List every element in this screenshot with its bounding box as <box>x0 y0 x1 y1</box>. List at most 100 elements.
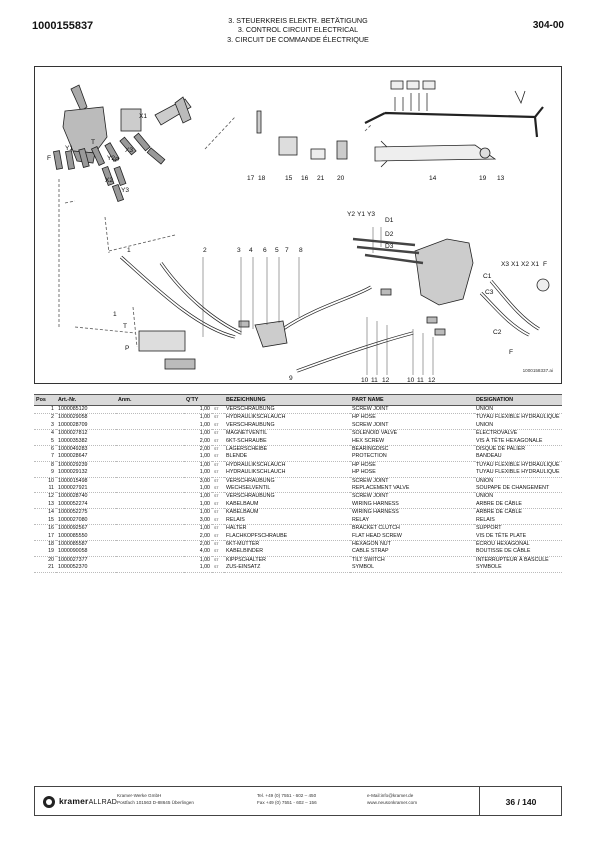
callout-Y1: Y1 <box>65 145 74 152</box>
cell-part-name: BEARINGDISC <box>352 446 389 453</box>
cell-anm <box>116 485 184 494</box>
cell-unit: ST <box>214 541 219 546</box>
callout-C3: C3 <box>485 289 494 296</box>
cell-anm <box>116 405 184 415</box>
callout-4: 4 <box>249 247 253 254</box>
cell-unit: ST <box>212 532 224 541</box>
cell-designation: TUYAU FLEXIBLE HYDRAULIQUE <box>474 469 562 478</box>
cell-designation: TUYAU FLEXIBLE HYDRAULIQUE <box>476 414 560 421</box>
cell-designation: TUYAU FLEXIBLE HYDRAULIQUE <box>476 461 560 468</box>
cell-pos: 6 <box>51 446 54 453</box>
cell-anm <box>116 525 184 533</box>
cell-art-nr: 1000027377 <box>58 556 88 563</box>
callout-5: 5 <box>275 247 279 254</box>
cell-bezeichnung: HYDRAULIKSCHLAUCH <box>224 469 350 478</box>
cell-art-nr: 1000049283 <box>58 446 88 453</box>
cell-part-name: SOLENOID VALVE <box>352 430 398 437</box>
cell-qty: 1,00 <box>184 564 212 573</box>
cell-part-name: HP HOSE <box>352 414 376 421</box>
cell-art-nr: 1000027080 <box>56 516 116 526</box>
callout-17: 17 <box>247 175 255 182</box>
cell-qty: 2,00 <box>199 540 210 547</box>
phone-info: Tel. +49 (0) 7551 - 602 – 450 Fax +49 (0… <box>257 793 317 806</box>
cell-anm <box>116 509 184 517</box>
cell-qty: 1,00 <box>199 430 210 437</box>
callout-X3: X3 <box>125 147 134 154</box>
callout-P: P <box>115 157 120 164</box>
callout-D1: D1 <box>385 217 394 224</box>
cell-bezeichnung: HALTER <box>226 525 247 532</box>
cell-pos: 9 <box>34 469 56 478</box>
cell-part-name: SCREW JOINT <box>350 405 474 415</box>
callout-12b: 12 <box>428 377 436 384</box>
callout-T: T <box>91 139 96 146</box>
cell-anm <box>116 564 184 573</box>
callout-9: 9 <box>289 375 293 382</box>
cell-part-name: REPLACEMENT VALVE <box>350 485 474 494</box>
cell-bezeichnung: MAGNETVENTIL <box>226 430 268 437</box>
cell-designation: SOUPAPE DE CHANGEMENT <box>474 485 562 494</box>
cell-anm <box>116 414 184 422</box>
cell-pos: 7 <box>34 453 56 462</box>
cell-anm <box>116 493 184 501</box>
callout-D3: D3 <box>385 243 394 250</box>
cell-pos: 12 <box>48 493 54 500</box>
cell-art-nr: 1000028709 <box>56 421 116 431</box>
cell-qty: 1,00 <box>184 500 212 510</box>
callout-6: 6 <box>263 247 267 254</box>
cell-anm <box>116 548 184 557</box>
cell-unit: ST <box>214 447 219 452</box>
cell-qty: 1,00 <box>184 485 212 494</box>
cell-unit: ST <box>212 564 224 573</box>
page-number: 36 / 140 <box>505 797 537 807</box>
cell-art-nr: 1000027812 <box>58 430 88 437</box>
cell-part-name: HP HOSE <box>352 461 376 468</box>
parts-table-header: Pos Art.-Nr. Anm. Q'TY BEZEICHNUNG PART … <box>34 394 562 406</box>
cell-designation: BOUTISSE DE CÂBLE <box>474 548 562 557</box>
callout-1b: 1 <box>113 311 117 318</box>
cell-qty: 1,00 <box>199 461 210 468</box>
cell-anm <box>116 430 184 438</box>
cell-bezeichnung: 6KT-SCHRAUBE <box>224 437 350 447</box>
callout-X3b: X3 <box>501 261 510 268</box>
postal-address: Postfach 101563 D-88645 Überlingen <box>117 799 194 805</box>
cell-qty: 1,00 <box>199 525 210 532</box>
col-qty: Q'TY <box>184 394 212 406</box>
callout-2: 2 <box>203 247 207 254</box>
cell-pos: 5 <box>34 437 56 447</box>
callout-11b: 11 <box>417 377 424 384</box>
cell-unit: ST <box>212 453 224 462</box>
cell-part-name: HEXAGON NUT <box>352 540 391 547</box>
cell-bezeichnung: HYDRAULIKSCHLAUCH <box>226 461 286 468</box>
dashed-leaders <box>58 116 372 348</box>
cell-pos: 15 <box>34 516 56 526</box>
cell-pos: 3 <box>34 421 56 431</box>
callout-Pb: P <box>125 345 130 352</box>
brand-logo-icon <box>43 796 55 808</box>
cell-bezeichnung: VERSCHRAUBUNG <box>224 405 350 415</box>
email: e-Mail:info@kramer.de <box>367 793 414 798</box>
cell-bezeichnung: KIPPSCHALTER <box>226 556 266 563</box>
cell-pos: 4 <box>51 430 54 437</box>
cell-designation: VIS DE TÊTE PLATE <box>474 532 562 541</box>
cell-qty: 4,00 <box>184 548 212 557</box>
title-fr: 3. CIRCUIT DE COMMANDE ÉLECTRIQUE <box>227 34 369 44</box>
title-de: 3. STEUERKREIS ELEKTR. BETÄTIGUNG <box>228 16 368 25</box>
footer-divider <box>479 787 480 815</box>
cell-unit: ST <box>214 494 219 499</box>
title-en: 3. CONTROL CIRCUIT ELECTRICAL <box>237 25 359 35</box>
cell-designation: SYMBOLE <box>474 564 562 573</box>
col-art-nr: Art.-Nr. <box>56 394 116 406</box>
cell-pos: 21 <box>34 564 56 573</box>
callout-C1: C1 <box>483 273 492 280</box>
cell-pos: 16 <box>48 525 54 532</box>
